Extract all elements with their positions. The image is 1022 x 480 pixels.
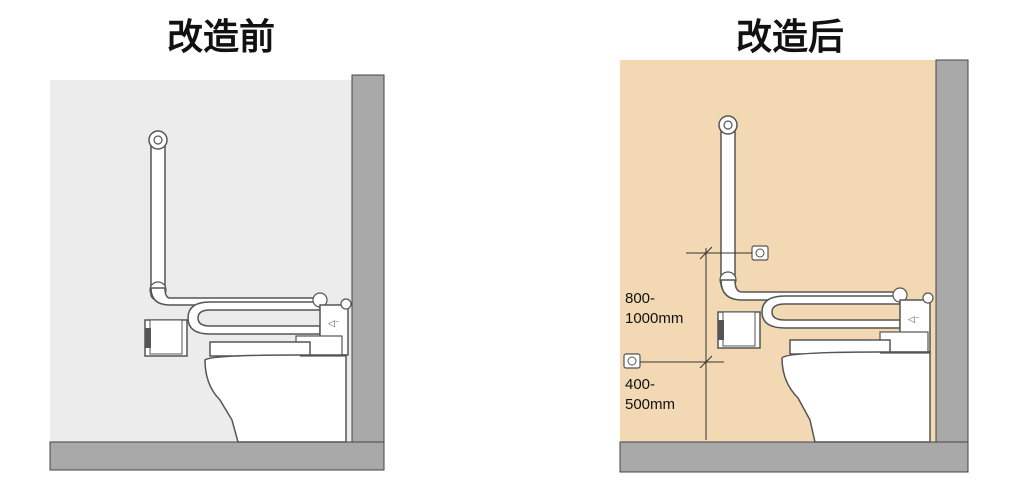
call-button-upper-icon	[751, 245, 769, 261]
side-wall-after	[935, 59, 969, 471]
panel-before: ◁⁻	[49, 74, 385, 471]
grab-bar-after: ◁⁻	[718, 115, 934, 353]
toilet-after	[781, 339, 931, 443]
dim-lower-value: 400-	[625, 376, 655, 393]
paper-holder-before	[144, 319, 188, 357]
dimension-lines	[640, 246, 752, 440]
grab-bar-before: ◁⁻	[148, 130, 352, 357]
floor-before	[49, 441, 385, 471]
side-wall-before	[351, 74, 385, 471]
toilet-before	[204, 341, 347, 443]
title-before: 改造前	[166, 17, 275, 58]
title-after: 改造后	[735, 17, 844, 58]
floor-after	[619, 441, 969, 473]
call-button-lower-icon	[623, 353, 641, 369]
dim-upper-value: 800-	[625, 290, 655, 307]
svg-text:◁⁻: ◁⁻	[328, 319, 340, 329]
svg-text:◁⁻: ◁⁻	[908, 315, 920, 325]
paper-holder-after	[717, 311, 761, 349]
panel-after: ◁⁻ 800- 100	[619, 59, 969, 473]
dim-lower-unit: 500mm	[625, 396, 675, 413]
dim-upper-unit: 1000mm	[625, 310, 683, 327]
